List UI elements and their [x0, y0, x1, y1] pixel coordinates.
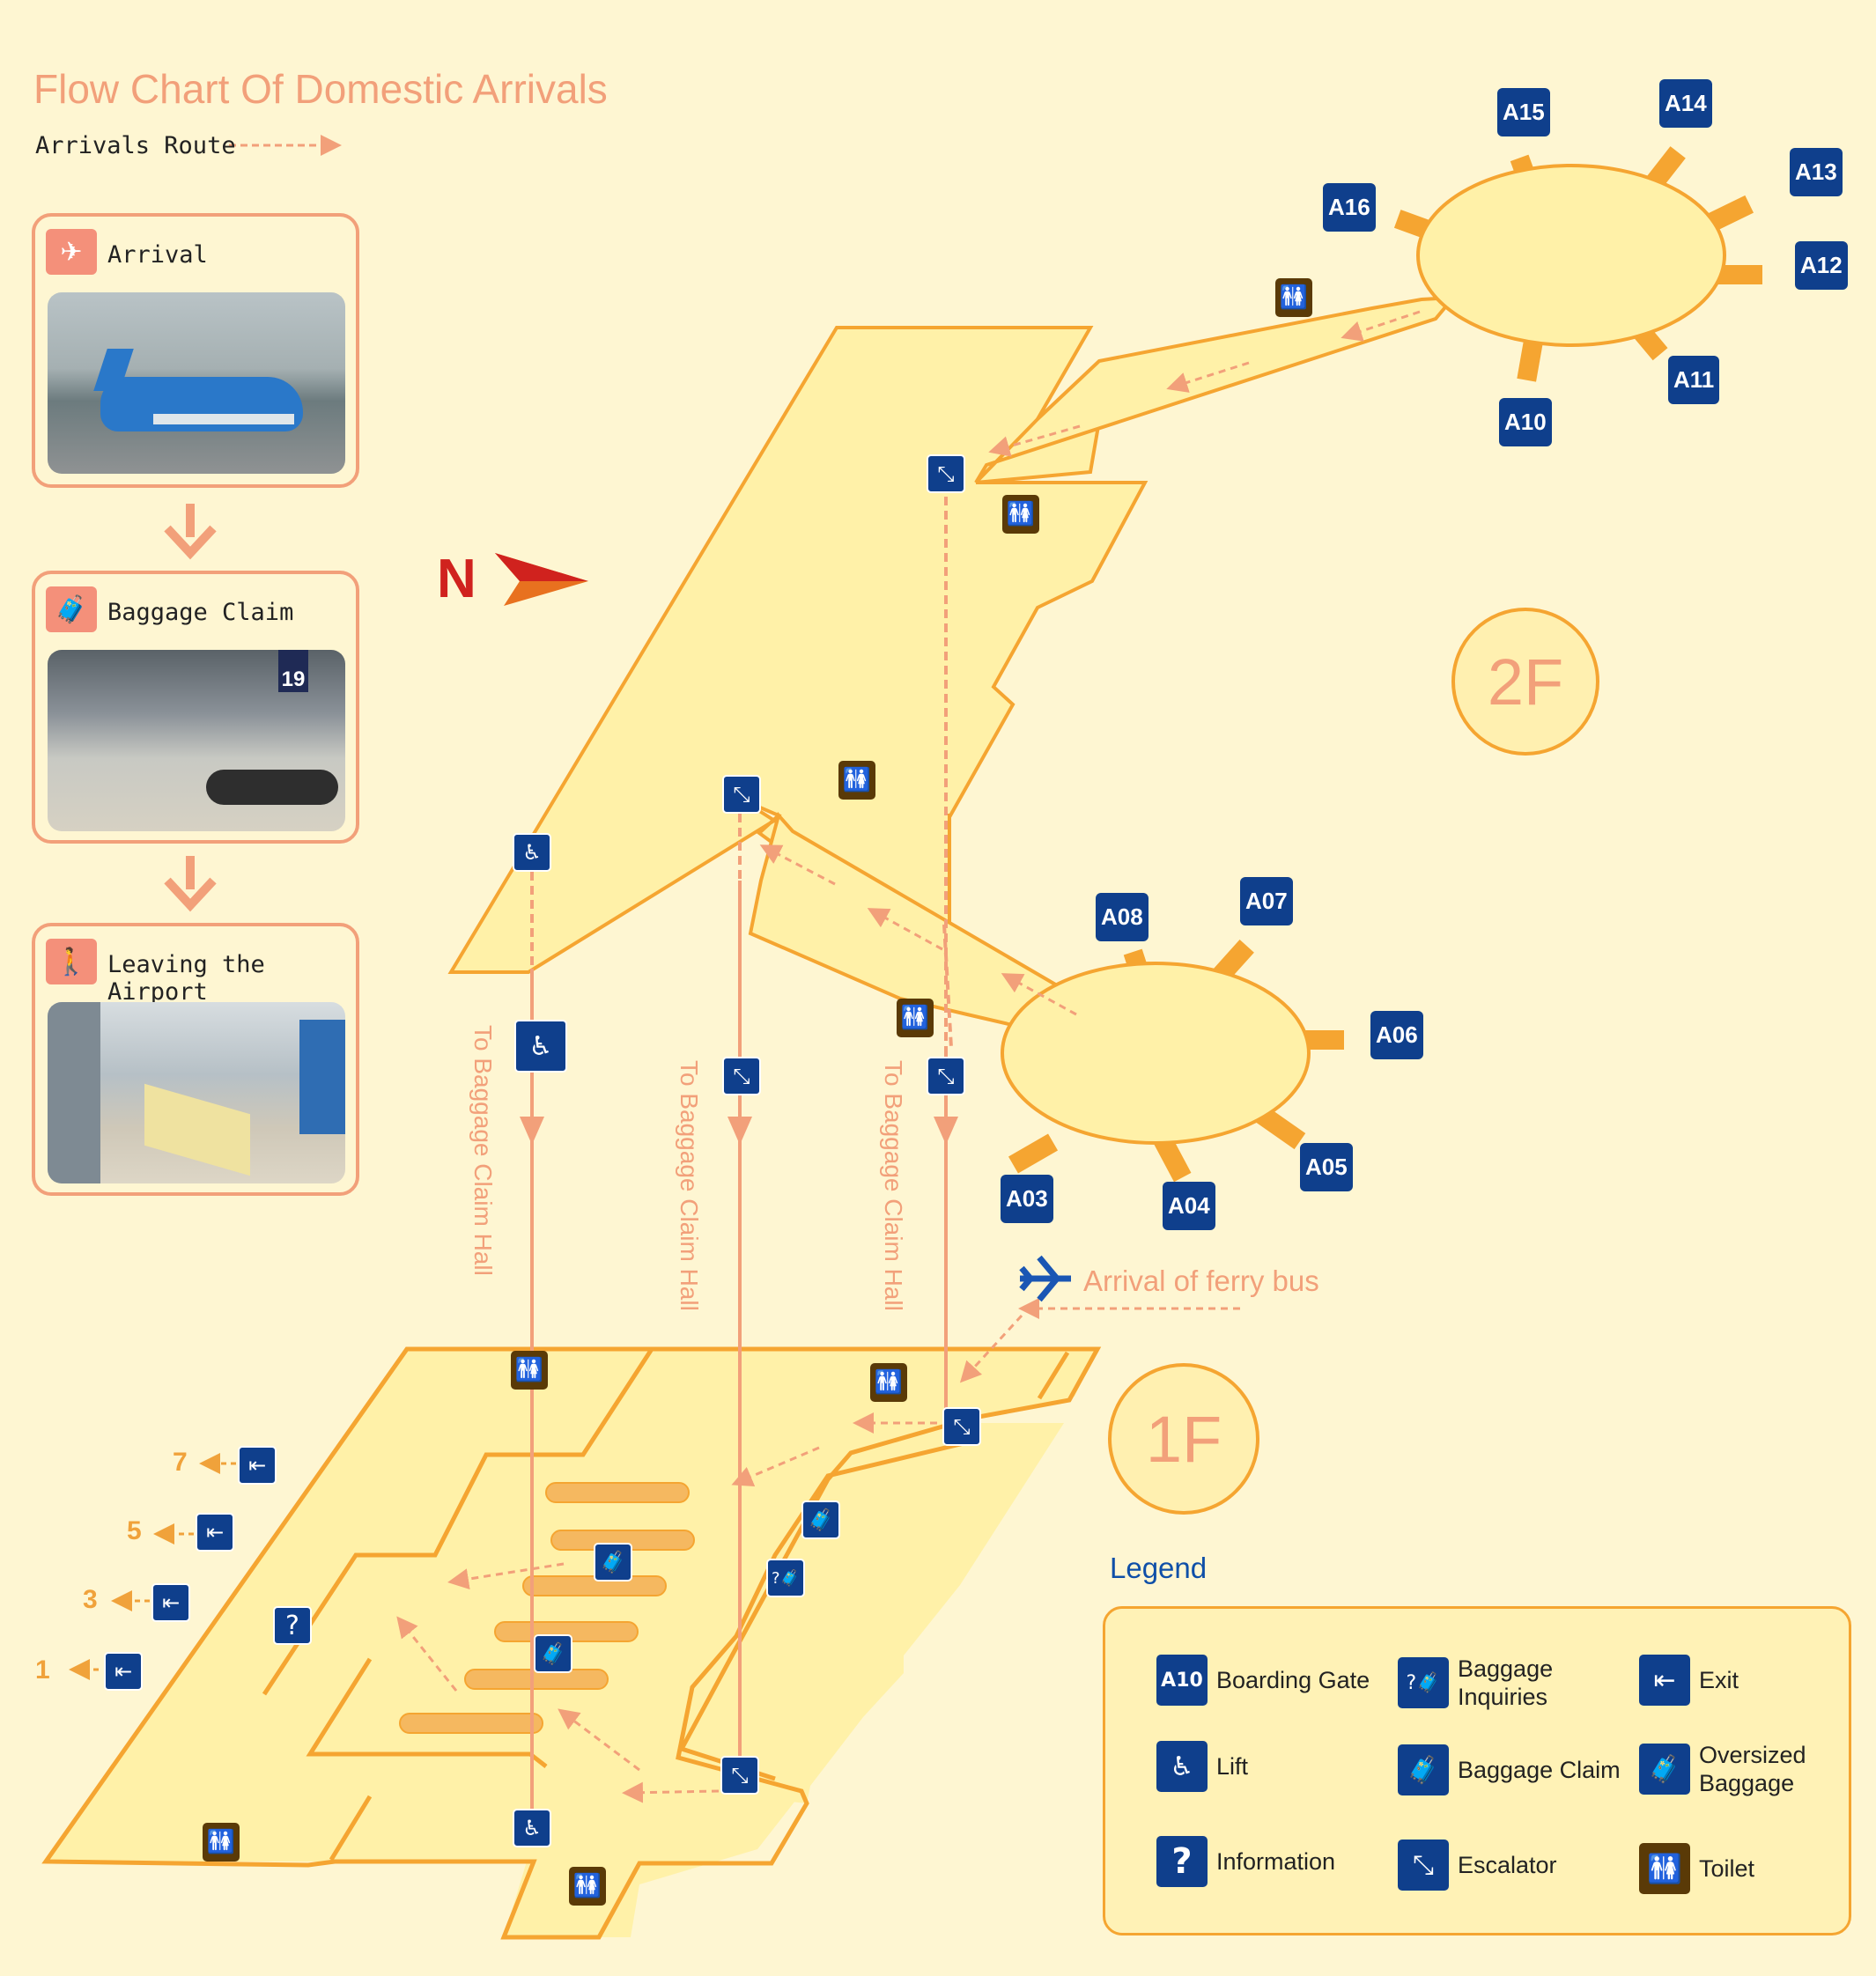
escalator-icon: ⤡ [722, 1057, 761, 1095]
step-label: Arrival [107, 241, 208, 269]
exit-number: 7 [173, 1448, 188, 1477]
step-arrow [164, 856, 217, 912]
toilet-icon: 🚻 [870, 1363, 907, 1402]
toilet-icon: 🚻 [1639, 1843, 1690, 1894]
ferry-plane-icon [1019, 1255, 1071, 1302]
photo-badge: 19 [278, 650, 308, 692]
escalator-icon: ⤡ [1398, 1840, 1449, 1891]
route-key-label: Arrivals Route [35, 132, 236, 159]
plane-landing-icon: ✈ [46, 229, 97, 275]
floor-label-1f: 1F [1108, 1363, 1259, 1515]
gate-sample: A10 [1156, 1655, 1208, 1706]
walking-people-icon: 🚶 [46, 939, 97, 984]
leaving-airport-photo [48, 1002, 345, 1183]
exit-number: 5 [127, 1516, 142, 1545]
step-leaving-airport: 🚶 Leaving the Airport [32, 923, 359, 1196]
exit-icon: ⇤ [104, 1652, 143, 1691]
gate-a04: A04 [1163, 1182, 1215, 1230]
toilet-icon: 🚻 [897, 999, 934, 1037]
gate-a05: A05 [1300, 1143, 1353, 1191]
exit-number: 3 [83, 1585, 98, 1614]
escalator-icon: ⤡ [942, 1407, 981, 1446]
lift-icon: ♿ [513, 1809, 551, 1847]
to-baggage-label: To Baggage Claim Hall [880, 1060, 907, 1311]
ferry-label: Arrival of ferry bus [1083, 1264, 1319, 1297]
gate-a16: A16 [1323, 183, 1376, 232]
step-baggage-claim: 🧳 Baggage Claim 19 [32, 571, 359, 844]
gate-a15: A15 [1497, 88, 1550, 136]
legend-baggage-claim: 🧳 Baggage Claim [1398, 1744, 1621, 1795]
north-label: N [437, 549, 476, 609]
page-title: Flow Chart Of Domestic Arrivals [33, 66, 608, 112]
gate-a07: A07 [1240, 877, 1293, 925]
gate-a14: A14 [1659, 79, 1712, 128]
legend-toilet: 🚻 Toilet [1639, 1843, 1754, 1894]
lift-icon: ♿ [1156, 1741, 1208, 1792]
floor-label-2f: 2F [1451, 608, 1599, 756]
escalator-icon: ⤡ [722, 775, 761, 814]
exit-number: 1 [35, 1655, 50, 1685]
to-baggage-label: To Baggage Claim Hall [676, 1060, 703, 1311]
step-arrival: ✈ Arrival [32, 213, 359, 488]
baggage-claim-icon: 🧳 [1398, 1744, 1449, 1795]
gate-a06: A06 [1370, 1011, 1423, 1059]
escalator-icon: ⤡ [720, 1756, 759, 1795]
legend-title: Legend [1110, 1552, 1208, 1584]
baggage-inquiries-icon: ?🧳 [1398, 1657, 1449, 1709]
exit-icon: ⇤ [196, 1513, 234, 1552]
baggage-belts [399, 1482, 695, 1734]
baggage-inquiries-icon: ?🧳 [766, 1559, 805, 1597]
to-baggage-label: To Baggage Claim Hall [469, 1025, 497, 1276]
baggage-claim-icon: 🧳 [594, 1543, 632, 1582]
exit-icon: ⇤ [238, 1446, 277, 1485]
toilet-icon: 🚻 [1002, 495, 1039, 534]
legend-escalator: ⤡ Escalator [1398, 1840, 1557, 1891]
gate-a08: A08 [1096, 893, 1148, 941]
arrival-photo [48, 292, 345, 474]
exit-icon: ⇤ [1639, 1655, 1690, 1706]
toilet-icon: 🚻 [203, 1823, 240, 1862]
gate-a13: A13 [1790, 148, 1843, 196]
baggage-claim-photo: 19 [48, 650, 345, 831]
step-label: Leaving the Airport [107, 951, 265, 1006]
information-icon: ? [273, 1606, 312, 1645]
legend-information: ? Information [1156, 1836, 1335, 1887]
toilet-icon: 🚻 [569, 1867, 606, 1906]
escalator-icon: ⤡ [927, 1057, 965, 1095]
exit-icon: ⇤ [151, 1583, 190, 1622]
legend-exit: ⇤ Exit [1639, 1655, 1739, 1706]
information-icon: ? [1156, 1836, 1208, 1887]
oversized-baggage-icon: 🧳 [801, 1500, 840, 1539]
legend-lift: ♿ Lift [1156, 1741, 1248, 1792]
oversized-baggage-icon: 🧳 [1639, 1744, 1690, 1795]
route-lines [530, 881, 948, 1817]
escalator-icon: ⤡ [927, 454, 965, 493]
step-arrow [164, 504, 217, 560]
lift-icon: ♿ [513, 833, 551, 872]
step-label: Baggage Claim [107, 599, 294, 626]
baggage-claim-icon: 🧳 [534, 1634, 572, 1673]
gate-a10: A10 [1499, 398, 1552, 446]
pier-lower [1001, 940, 1344, 1183]
toilet-icon: 🚻 [838, 761, 875, 800]
toilet-icon: 🚻 [511, 1351, 548, 1390]
toilet-icon: 🚻 [1275, 278, 1312, 317]
gate-a03: A03 [1001, 1175, 1053, 1223]
gate-a11: A11 [1668, 356, 1720, 404]
pier-upper [1393, 146, 1762, 382]
gate-a12: A12 [1795, 241, 1848, 290]
baggage-claim-icon: 🧳 [46, 586, 97, 632]
legend-boarding-gate: A10 Boarding Gate [1156, 1655, 1370, 1706]
lift-icon: ♿ [514, 1020, 567, 1073]
